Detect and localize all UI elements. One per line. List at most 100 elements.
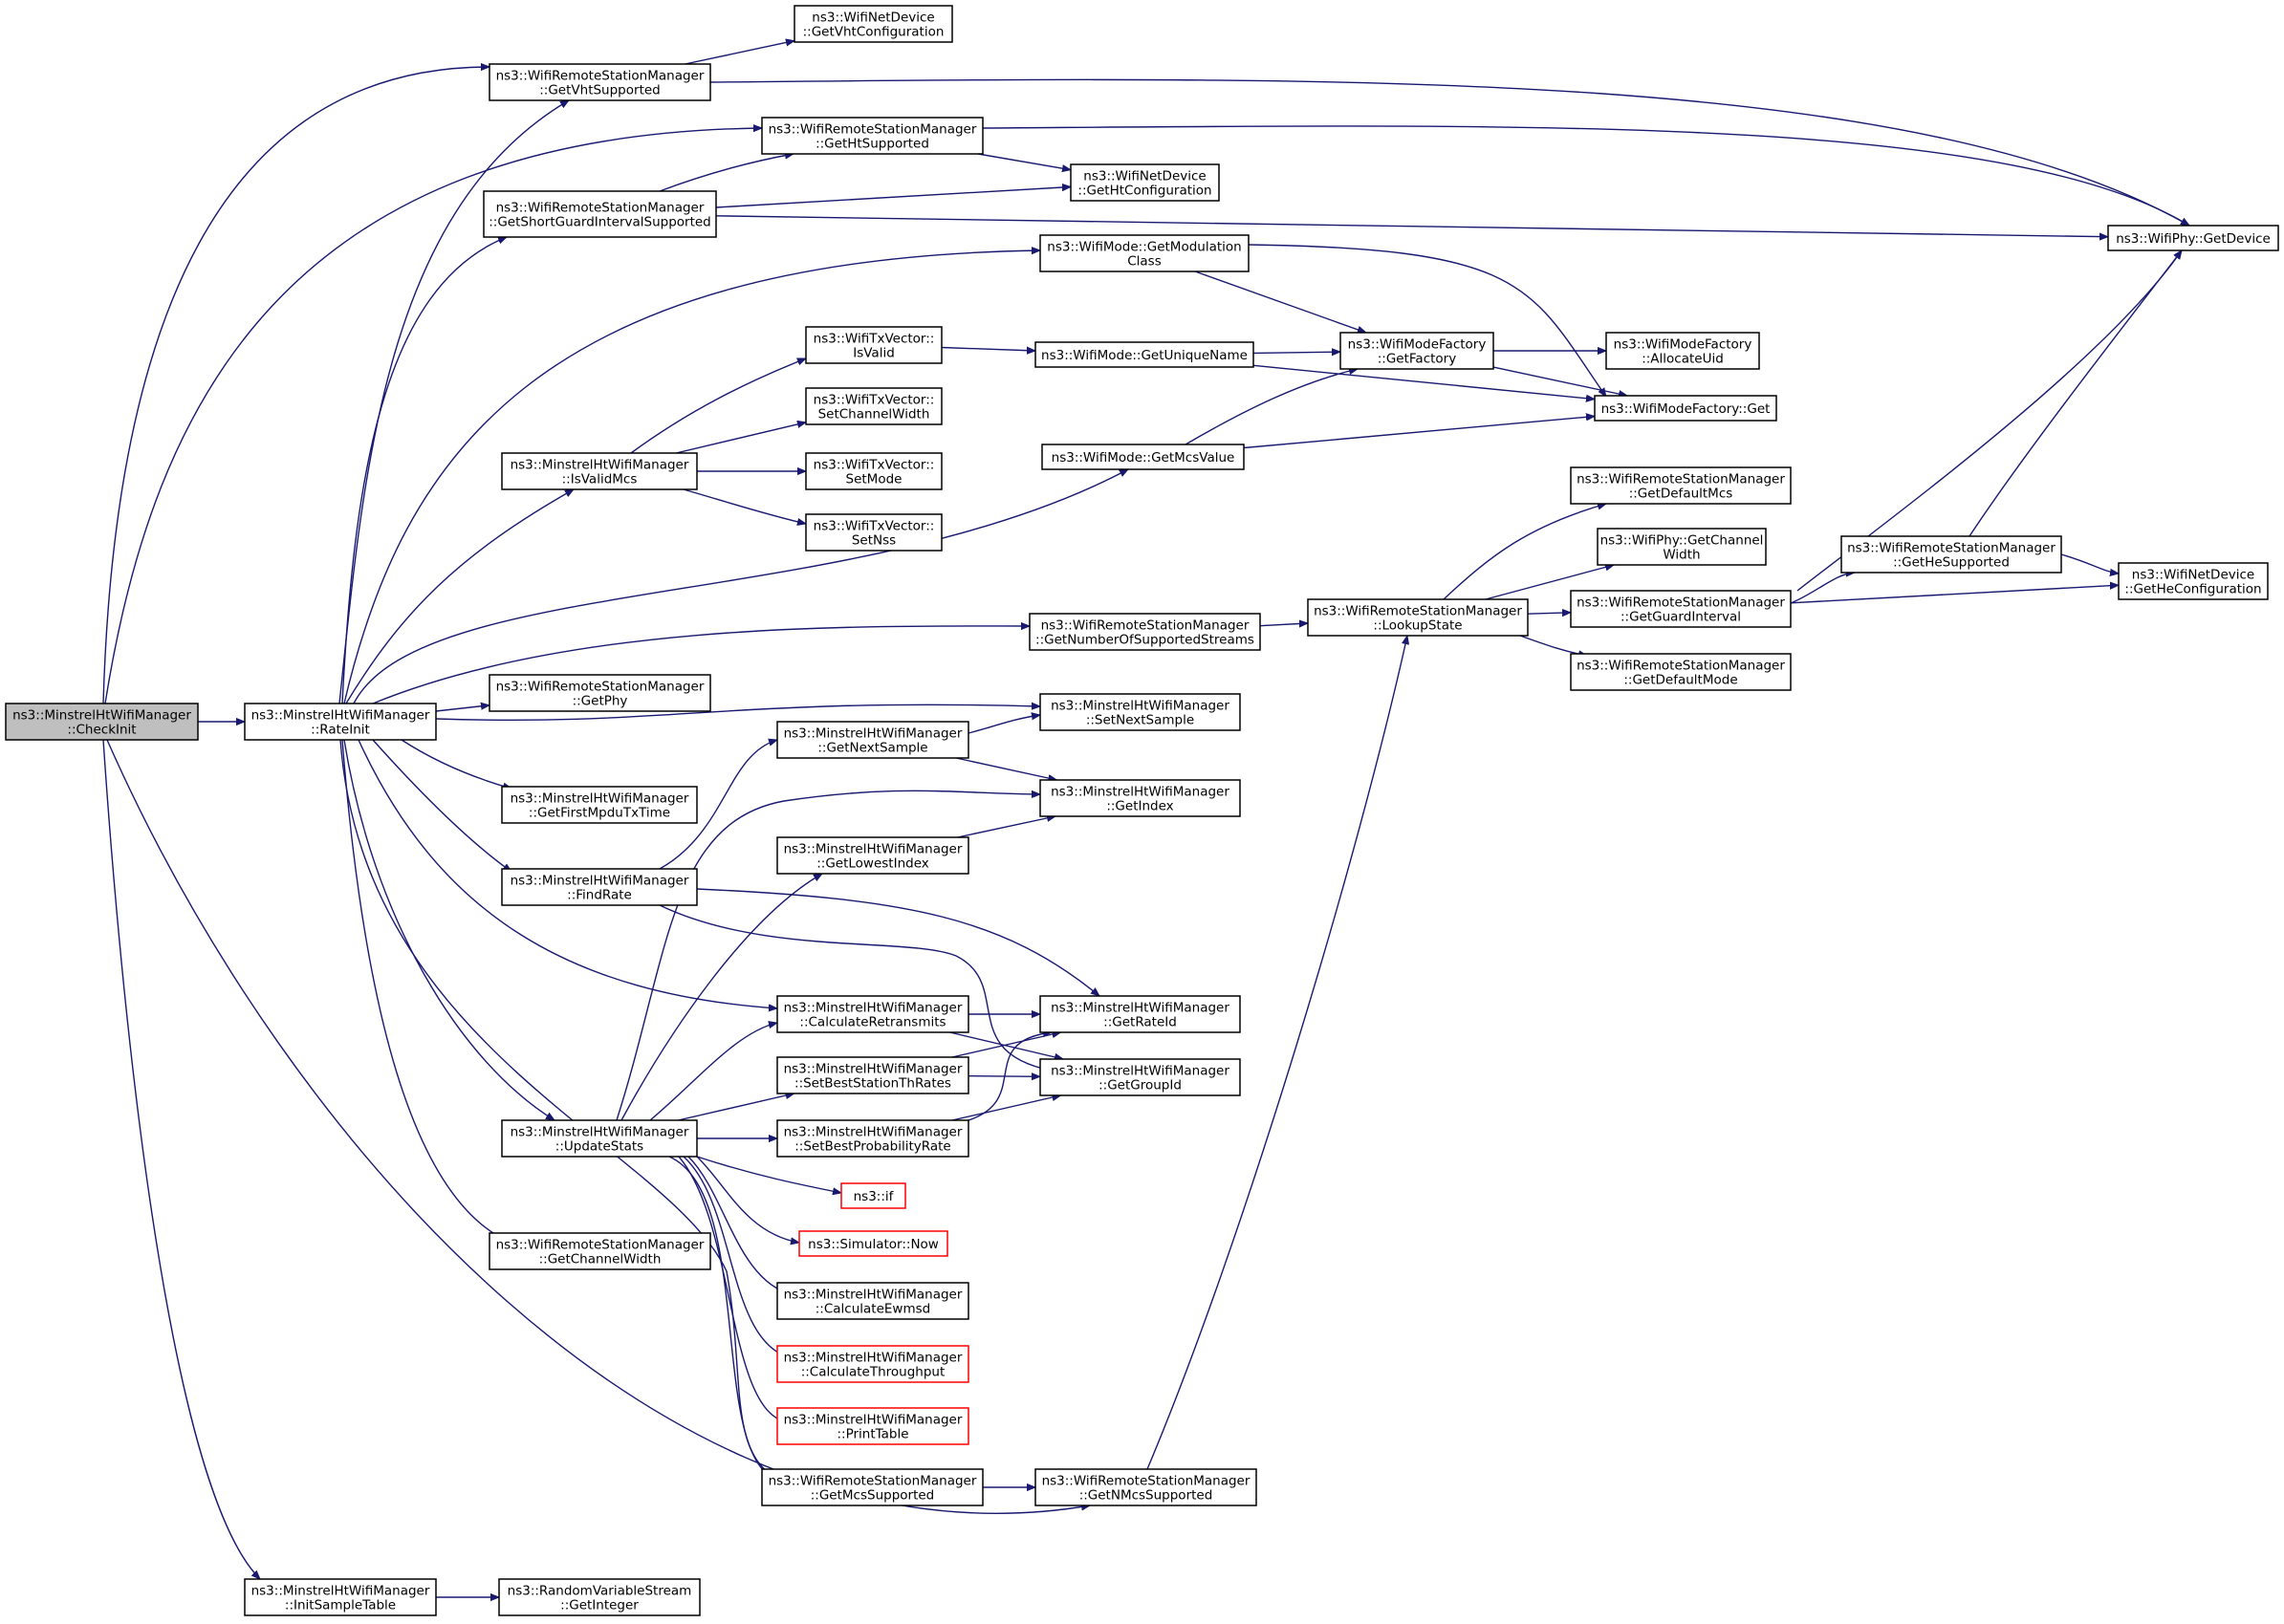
node-getdefaultmcs[interactable]: ns3::WifiRemoteStationManager::GetDefaul… [1570,466,1792,505]
node-label-line: ::GetPhy [573,694,628,709]
node-initsample[interactable]: ns3::MinstrelHtWifiManager::InitSampleTa… [244,1578,437,1616]
node-label-line: ::RateInit [311,723,370,738]
node-label-line: ns3::WifiRemoteStationManager [1041,618,1250,634]
edge-getuniquename-to-factoryget [1252,364,1595,399]
node-box [501,868,698,906]
edge-setbestprob-to-getrateid [968,1032,1052,1121]
node-getuniquename[interactable]: ns3::WifiMode::GetUniqueName [1034,341,1254,368]
edge-rateinit-to-getmcssupported [339,739,779,1481]
node-getchannelwidth[interactable]: ns3::WifiRemoteStationManager::GetChanne… [489,1232,711,1270]
node-nsif[interactable]: ns3::if [840,1182,906,1209]
node-getfirstmpdu[interactable]: ns3::MinstrelHtWifiManager::GetFirstMpdu… [501,786,698,824]
node-setbestprob[interactable]: ns3::MinstrelHtWifiManager::SetBestProba… [776,1119,969,1158]
node-label-line: ns3::RandomVariableStream [508,1584,692,1599]
node-getlowestindex[interactable]: ns3::MinstrelHtWifiManager::GetLowestInd… [776,836,969,875]
node-box [1029,613,1261,651]
node-box [489,674,711,712]
node-getmcsvalue[interactable]: ns3::WifiMode::GetMcsValue [1041,444,1245,470]
node-allocateuid[interactable]: ns3::WifiModeFactory::AllocateUid [1605,332,1760,370]
node-box [761,1468,984,1506]
node-getsgi[interactable]: ns3::WifiRemoteStationManager::GetShortG… [483,190,717,238]
node-calcretransmits[interactable]: ns3::MinstrelHtWifiManager::CalculateRet… [776,995,969,1033]
edge-updatestats-to-calcewmsd [687,1156,794,1295]
edge-gethesupported-to-getdevice [1969,250,2182,537]
node-setmode[interactable]: ns3::WifiTxVector::SetMode [805,452,943,490]
node-setbeststation[interactable]: ns3::MinstrelHtWifiManager::SetBestStati… [776,1056,969,1094]
node-checkinit[interactable]: ns3::MinstrelHtWifiManager::CheckInit [5,703,199,741]
node-isvalid[interactable]: ns3::WifiTxVector::IsValid [805,326,943,364]
node-getvhtsupported[interactable]: ns3::WifiRemoteStationManager::GetVhtSup… [489,63,711,101]
node-gethesupported[interactable]: ns3::WifiRemoteStationManager::GetHeSupp… [1840,535,2062,574]
node-label-line: ns3::WifiModeFactory [1348,337,1487,353]
node-box [1339,332,1494,370]
node-getnextsample[interactable]: ns3::MinstrelHtWifiManager::GetNextSampl… [776,721,969,759]
node-getnmcssupported[interactable]: ns3::WifiRemoteStationManager::GetNMcsSu… [1034,1468,1257,1506]
node-calcewmsd[interactable]: ns3::MinstrelHtWifiManager::CalculateEwm… [776,1282,969,1320]
node-getfactory[interactable]: ns3::WifiModeFactory::GetFactory [1339,332,1494,370]
node-phychannelwidth[interactable]: ns3::WifiPhy::GetChannelWidth [1597,528,1767,566]
node-label-line: ::GetFactory [1378,352,1456,367]
node-box [501,1119,698,1158]
node-getnss[interactable]: ns3::WifiRemoteStationManager::GetNumber… [1029,613,1261,651]
edge-isvalid-to-getuniquename [941,348,1035,352]
node-getindex[interactable]: ns3::MinstrelHtWifiManager::GetIndex [1039,779,1241,817]
node-getgroupid[interactable]: ns3::MinstrelHtWifiManager::GetGroupId [1039,1058,1241,1096]
node-box [798,1230,948,1257]
node-getguardinterval[interactable]: ns3::WifiRemoteStationManager::GetGuardI… [1570,590,1792,628]
edge-rateinit-to-getvhtsupported [338,100,569,704]
node-label-line: ns3::MinstrelHtWifiManager [784,1001,963,1016]
node-getmcssupported[interactable]: ns3::WifiRemoteStationManager::GetMcsSup… [761,1468,984,1506]
node-label-line: ns3::WifiRemoteStationManager [496,201,705,216]
node-label-line: ::GetRateId [1103,1015,1177,1030]
node-getvhtconfig[interactable]: ns3::WifiNetDevice::GetVhtConfiguration [794,5,953,43]
node-box [2118,562,2269,600]
node-rateinit[interactable]: ns3::MinstrelHtWifiManager::RateInit [244,703,437,741]
node-label-line: ns3::WifiMode::GetMcsValue [1052,450,1235,466]
node-simnow[interactable]: ns3::Simulator::Now [798,1230,948,1257]
edge-isvalidmcs-to-isvalid [630,357,806,454]
node-label-line: ::CheckInit [67,723,136,738]
edge-lookupstate-to-getguardinterval [1527,613,1571,614]
node-getrateid[interactable]: ns3::MinstrelHtWifiManager::GetRateId [1039,995,1241,1033]
edge-updatestats-to-getindex [616,790,1040,1121]
node-getdevice[interactable]: ns3::WifiPhy::GetDevice [2107,225,2279,251]
node-label-line: ns3::MinstrelHtWifiManager [511,1125,689,1140]
node-label-line: IsValid [853,346,895,361]
edge-checkinit-to-gethtsupported [104,128,762,704]
node-getdefaultmode[interactable]: ns3::WifiRemoteStationManager::GetDefaul… [1570,653,1792,691]
node-label-line: ::GetLowestIndex [816,856,929,872]
node-getphy[interactable]: ns3::WifiRemoteStationManager::GetPhy [489,674,711,712]
node-box [840,1182,906,1209]
node-printtable[interactable]: ns3::MinstrelHtWifiManager::PrintTable [776,1407,969,1445]
edge-rateinit-to-getmodclass [343,250,1040,704]
node-label-line: ns3::if [854,1189,895,1204]
node-box [244,703,437,741]
node-label-line: ::GetMcsSupported [811,1488,935,1504]
node-box [761,117,984,155]
node-getinteger[interactable]: ns3::RandomVariableStream::GetInteger [498,1578,701,1616]
node-gethtsupported[interactable]: ns3::WifiRemoteStationManager::GetHtSupp… [761,117,984,155]
edge-getmcsvalue-to-getfactory [1185,369,1358,445]
edge-rateinit-to-isvalidmcs [345,488,574,704]
node-findrate[interactable]: ns3::MinstrelHtWifiManager::FindRate [501,868,698,906]
node-gethtconfig[interactable]: ns3::WifiNetDevice::GetHtConfiguration [1070,163,1220,202]
node-isvalidmcs[interactable]: ns3::MinstrelHtWifiManager::IsValidMcs [501,452,698,490]
node-setchannelwidth[interactable]: ns3::WifiTxVector::SetChannelWidth [805,387,943,425]
node-label-line: ns3::WifiRemoteStationManager [1577,472,1785,487]
node-factoryget[interactable]: ns3::WifiModeFactory::Get [1594,395,1777,422]
node-box [1041,444,1245,470]
node-calcthroughput[interactable]: ns3::MinstrelHtWifiManager::CalculateThr… [776,1345,969,1383]
node-box [776,1119,969,1158]
node-setnss[interactable]: ns3::WifiTxVector::SetNss [805,513,943,552]
edge-getnextsample-to-getindex [955,757,1056,780]
node-box [1039,234,1250,272]
node-getheconfig[interactable]: ns3::WifiNetDevice::GetHeConfiguration [2118,562,2269,600]
node-lookupstate[interactable]: ns3::WifiRemoteStationManager::LookupSta… [1307,598,1529,637]
node-label-line: ::GetChannelWidth [539,1252,662,1267]
edge-findrate-to-getnextsample [659,740,777,870]
node-setnextsample[interactable]: ns3::MinstrelHtWifiManager::SetNextSampl… [1039,693,1241,731]
node-updatestats[interactable]: ns3::MinstrelHtWifiManager::UpdateStats [501,1119,698,1158]
edge-rateinit-to-getfirstmpdu [401,739,511,789]
